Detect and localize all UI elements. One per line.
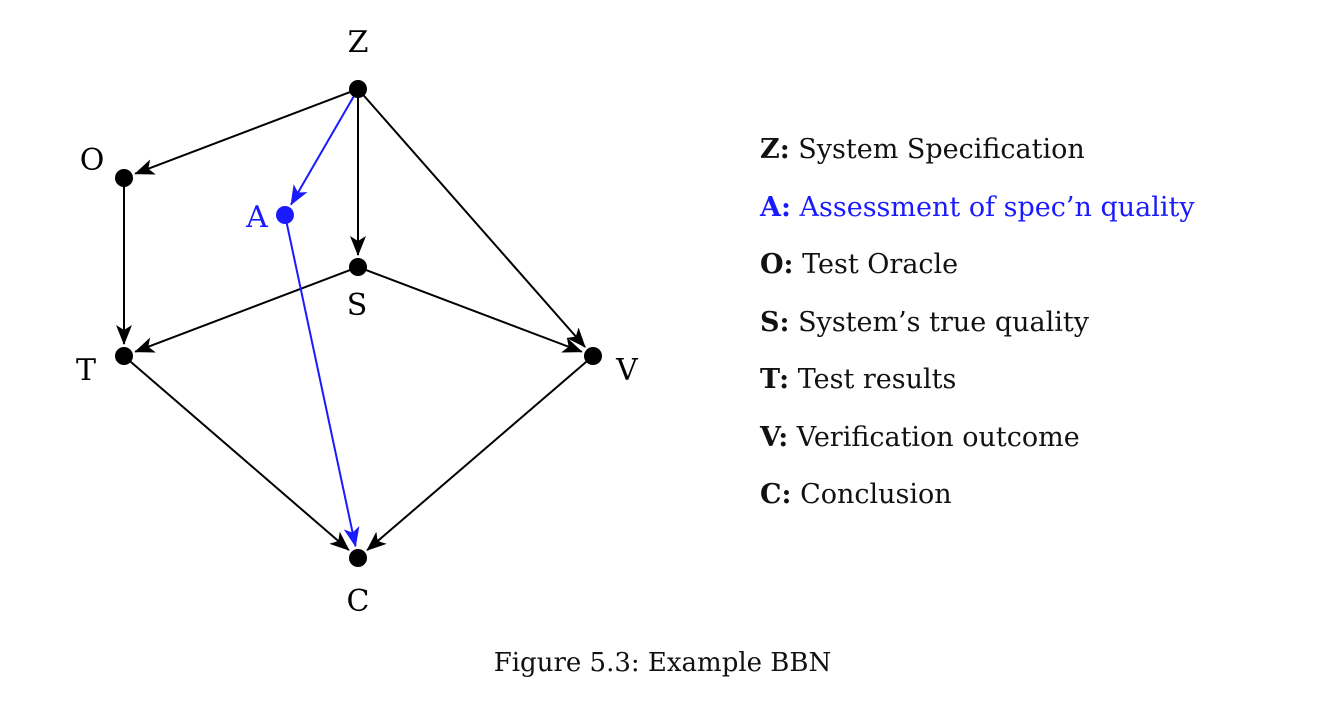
edge-a-to-c [284,218,360,548]
legend-key: O: [760,249,794,280]
legend-item-t: T: Test results [760,364,1195,422]
edge-z-to-o [134,89,355,175]
legend-item-c: C: Conclusion [760,479,1195,537]
legend-text: System Specification [798,134,1085,165]
node-t [115,347,133,365]
edge-s-to-v [361,267,583,353]
legend-key: Z: [760,134,790,165]
legend-item-a: A: Assessment of spec’n quality [760,192,1195,250]
node-label-o: O [80,143,105,178]
node-o [115,169,133,187]
edge-z-to-a [290,91,357,206]
bbn-diagram: Z O A S T V C [76,25,639,619]
figure-caption: Figure 5.3: Example BBN [493,648,832,678]
legend-item-o: O: Test Oracle [760,249,1195,307]
node-label-c: C [347,584,370,619]
legend-text: Test results [797,364,957,395]
node-c [349,549,367,567]
legend-text: Assessment of spec’n quality [799,191,1195,223]
legend-item-s: S: System’s true quality [760,307,1195,365]
legend-text: System’s true quality [798,306,1089,338]
edge-t-to-c [126,357,350,551]
legend-item-z: Z: System Specification [760,134,1195,192]
legend-item-v: V: Verification outcome [760,422,1195,480]
legend-key: V: [760,421,789,453]
legend: Z: System Specification A: Assessment of… [760,134,1195,537]
edge-v-to-c [366,357,591,551]
node-z [349,80,367,98]
legend-key: C: [760,479,792,510]
legend-text: Test Oracle [802,249,959,280]
node-v [584,347,602,365]
node-s [349,258,367,276]
node-label-a: A [245,200,268,235]
legend-key: T: [760,364,790,395]
node-label-v: V [615,353,639,388]
node-label-t: T [76,353,96,388]
node-label-z: Z [348,25,369,60]
node-a [276,206,294,224]
legend-text: Verification outcome [796,421,1080,453]
node-label-s: S [347,288,368,323]
edge-s-to-t [134,267,355,353]
legend-key: S: [760,306,790,338]
legend-text: Conclusion [800,479,952,510]
legend-key: A: [760,191,791,223]
edge-z-to-v [359,91,586,348]
